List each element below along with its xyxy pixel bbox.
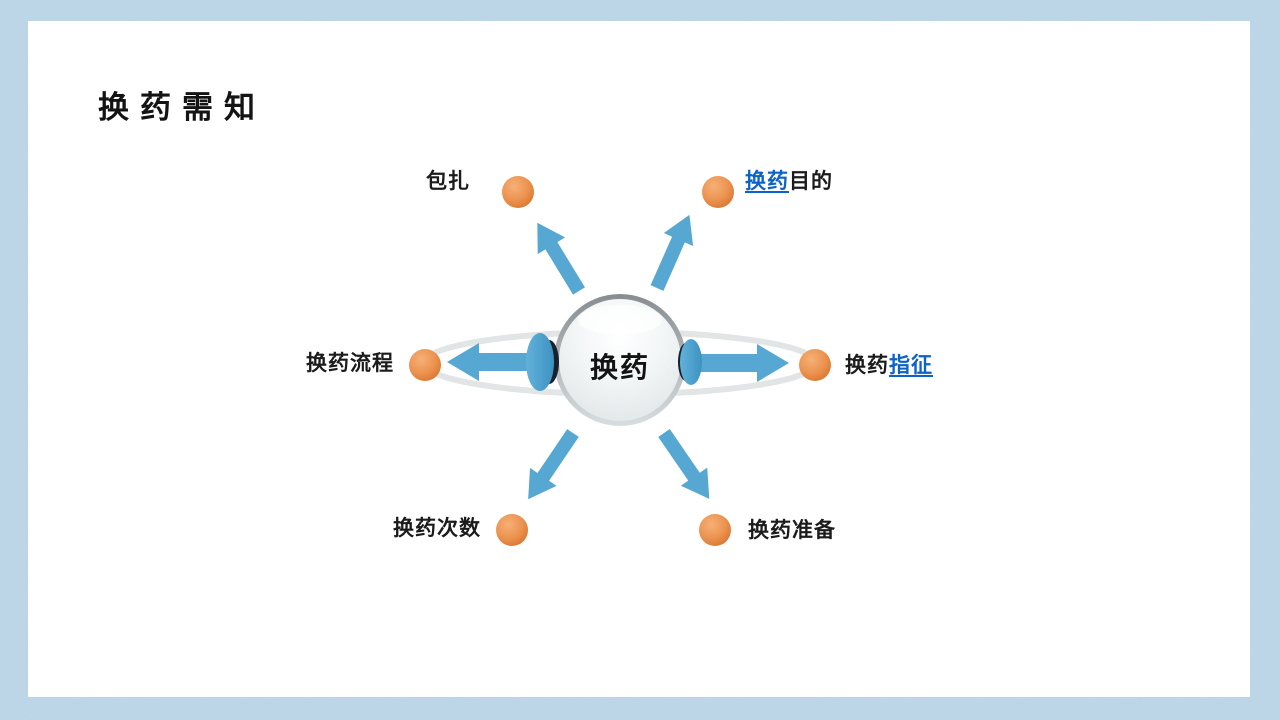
node-label-indication-text: 换药 [845,354,889,377]
node-label-purpose-text: 目的 [789,170,833,193]
node-label-process-text: 换药流程 [306,352,394,375]
node-label-indication: 换药指征 [845,354,933,377]
node-label-preparation: 换药准备 [748,519,836,542]
node-label-bandaging-text: 包扎 [426,170,470,193]
center-sphere-label: 换药 [589,352,650,383]
node-label-purpose: 换药目的 [745,170,833,193]
node-label-process: 换药流程 [306,352,394,375]
hyperlink-indication[interactable]: 指征 [889,354,933,377]
hyperlink-purpose[interactable]: 换药 [745,170,789,193]
node-label-frequency: 换药次数 [393,517,481,540]
node-label-bandaging: 包扎 [426,170,470,193]
node-label-frequency-text: 换药次数 [393,517,481,540]
slide-title: 换药需知 [98,90,266,125]
node-label-preparation-text: 换药准备 [748,519,836,542]
